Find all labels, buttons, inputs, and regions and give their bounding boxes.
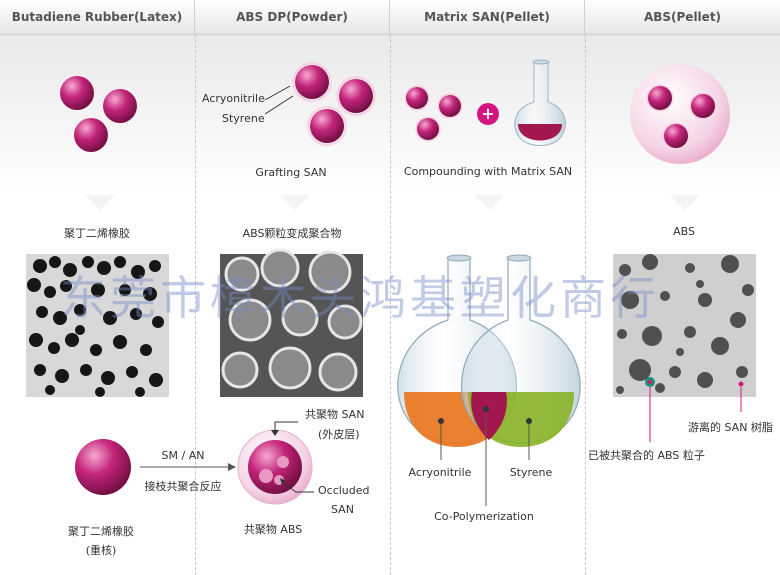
matrix-san-flask: [514, 59, 566, 146]
shell-label: (外皮层): [318, 428, 360, 441]
occluded-label: Occluded: [318, 484, 370, 497]
caption-polybutadiene: 聚丁二烯橡胶: [64, 227, 130, 240]
grafted-particle: [417, 118, 439, 140]
graft-micrograph: [220, 248, 363, 397]
caption-abs-granule: ABS颗粒变成聚合物: [242, 227, 342, 240]
flask-styrene-label: Styrene: [509, 466, 553, 479]
abs-particle: [648, 86, 672, 110]
abs-particle: [664, 124, 688, 148]
rubber-particle: [74, 118, 108, 152]
band-notch: [475, 195, 505, 210]
rubber-particle: [60, 76, 94, 110]
grafting-san-label: Grafting SAN: [255, 166, 327, 179]
copolymerization-label: Co-Polymerization: [434, 510, 534, 523]
svg-text:+: +: [481, 104, 494, 123]
latex-micrograph: [26, 254, 169, 397]
occluded-pointer: [281, 481, 314, 493]
band-notch: [85, 195, 115, 210]
band-notch: [670, 195, 700, 210]
graft-reaction-label: 接枝共聚合反应: [144, 480, 222, 493]
column-divider: [390, 35, 391, 575]
abs-particle: [691, 94, 715, 118]
column-divider: [195, 35, 196, 575]
grafted-particle: [406, 87, 428, 109]
pointer-line: [264, 85, 291, 101]
occluded-san-label: SAN: [331, 503, 354, 516]
plus-icon: [477, 103, 499, 125]
header-abs-pellet: ABS(Pellet): [585, 0, 780, 35]
band-notch: [280, 195, 310, 210]
compounding-label: Compounding with Matrix SAN: [403, 165, 573, 178]
abs-copolymer-particle: [237, 429, 313, 505]
header-butadiene-rubber: Butadiene Rubber(Latex): [0, 0, 195, 35]
grafted-particle: [439, 95, 461, 117]
copolymer-overlap: [471, 392, 507, 440]
acryonitrile-label: Acryonitrile: [202, 92, 265, 105]
grafted-abs-label: 已被共聚合的 ABS 粒子: [588, 449, 705, 462]
sm-an-label: SM / AN: [161, 449, 205, 462]
polybutadiene-core-label: 聚丁二烯橡胶: [68, 525, 134, 538]
pointer-line: [264, 95, 294, 115]
grafted-particle: [295, 65, 329, 99]
column-divider: [585, 35, 586, 575]
caption-abs: ABS: [673, 225, 695, 238]
flask-acryonitrile-label: Acryonitrile: [408, 466, 472, 479]
free-san-label: 游离的 SAN 树脂: [688, 421, 773, 434]
copolymer-abs-label: 共聚物 ABS: [243, 523, 303, 536]
copolymer-san-label: 共聚物 SAN: [305, 408, 365, 421]
shell-pointer: [274, 421, 298, 430]
core-sublabel: (重核): [85, 544, 117, 557]
free-san-marker: [738, 381, 744, 387]
abs-micrograph: [613, 254, 756, 397]
header-abs-dp: ABS DP(Powder): [195, 0, 390, 35]
grafted-particle: [310, 109, 344, 143]
arrow-head-icon: [228, 463, 236, 471]
rubber-core: [75, 439, 131, 495]
rubber-particle: [103, 89, 137, 123]
watermark: 东莞市樟木头鸿基塑化商行: [60, 271, 660, 325]
header-matrix-san: Matrix SAN(Pellet): [390, 0, 585, 35]
styrene-label: Styrene: [222, 112, 265, 125]
grafted-particle: [339, 79, 373, 113]
